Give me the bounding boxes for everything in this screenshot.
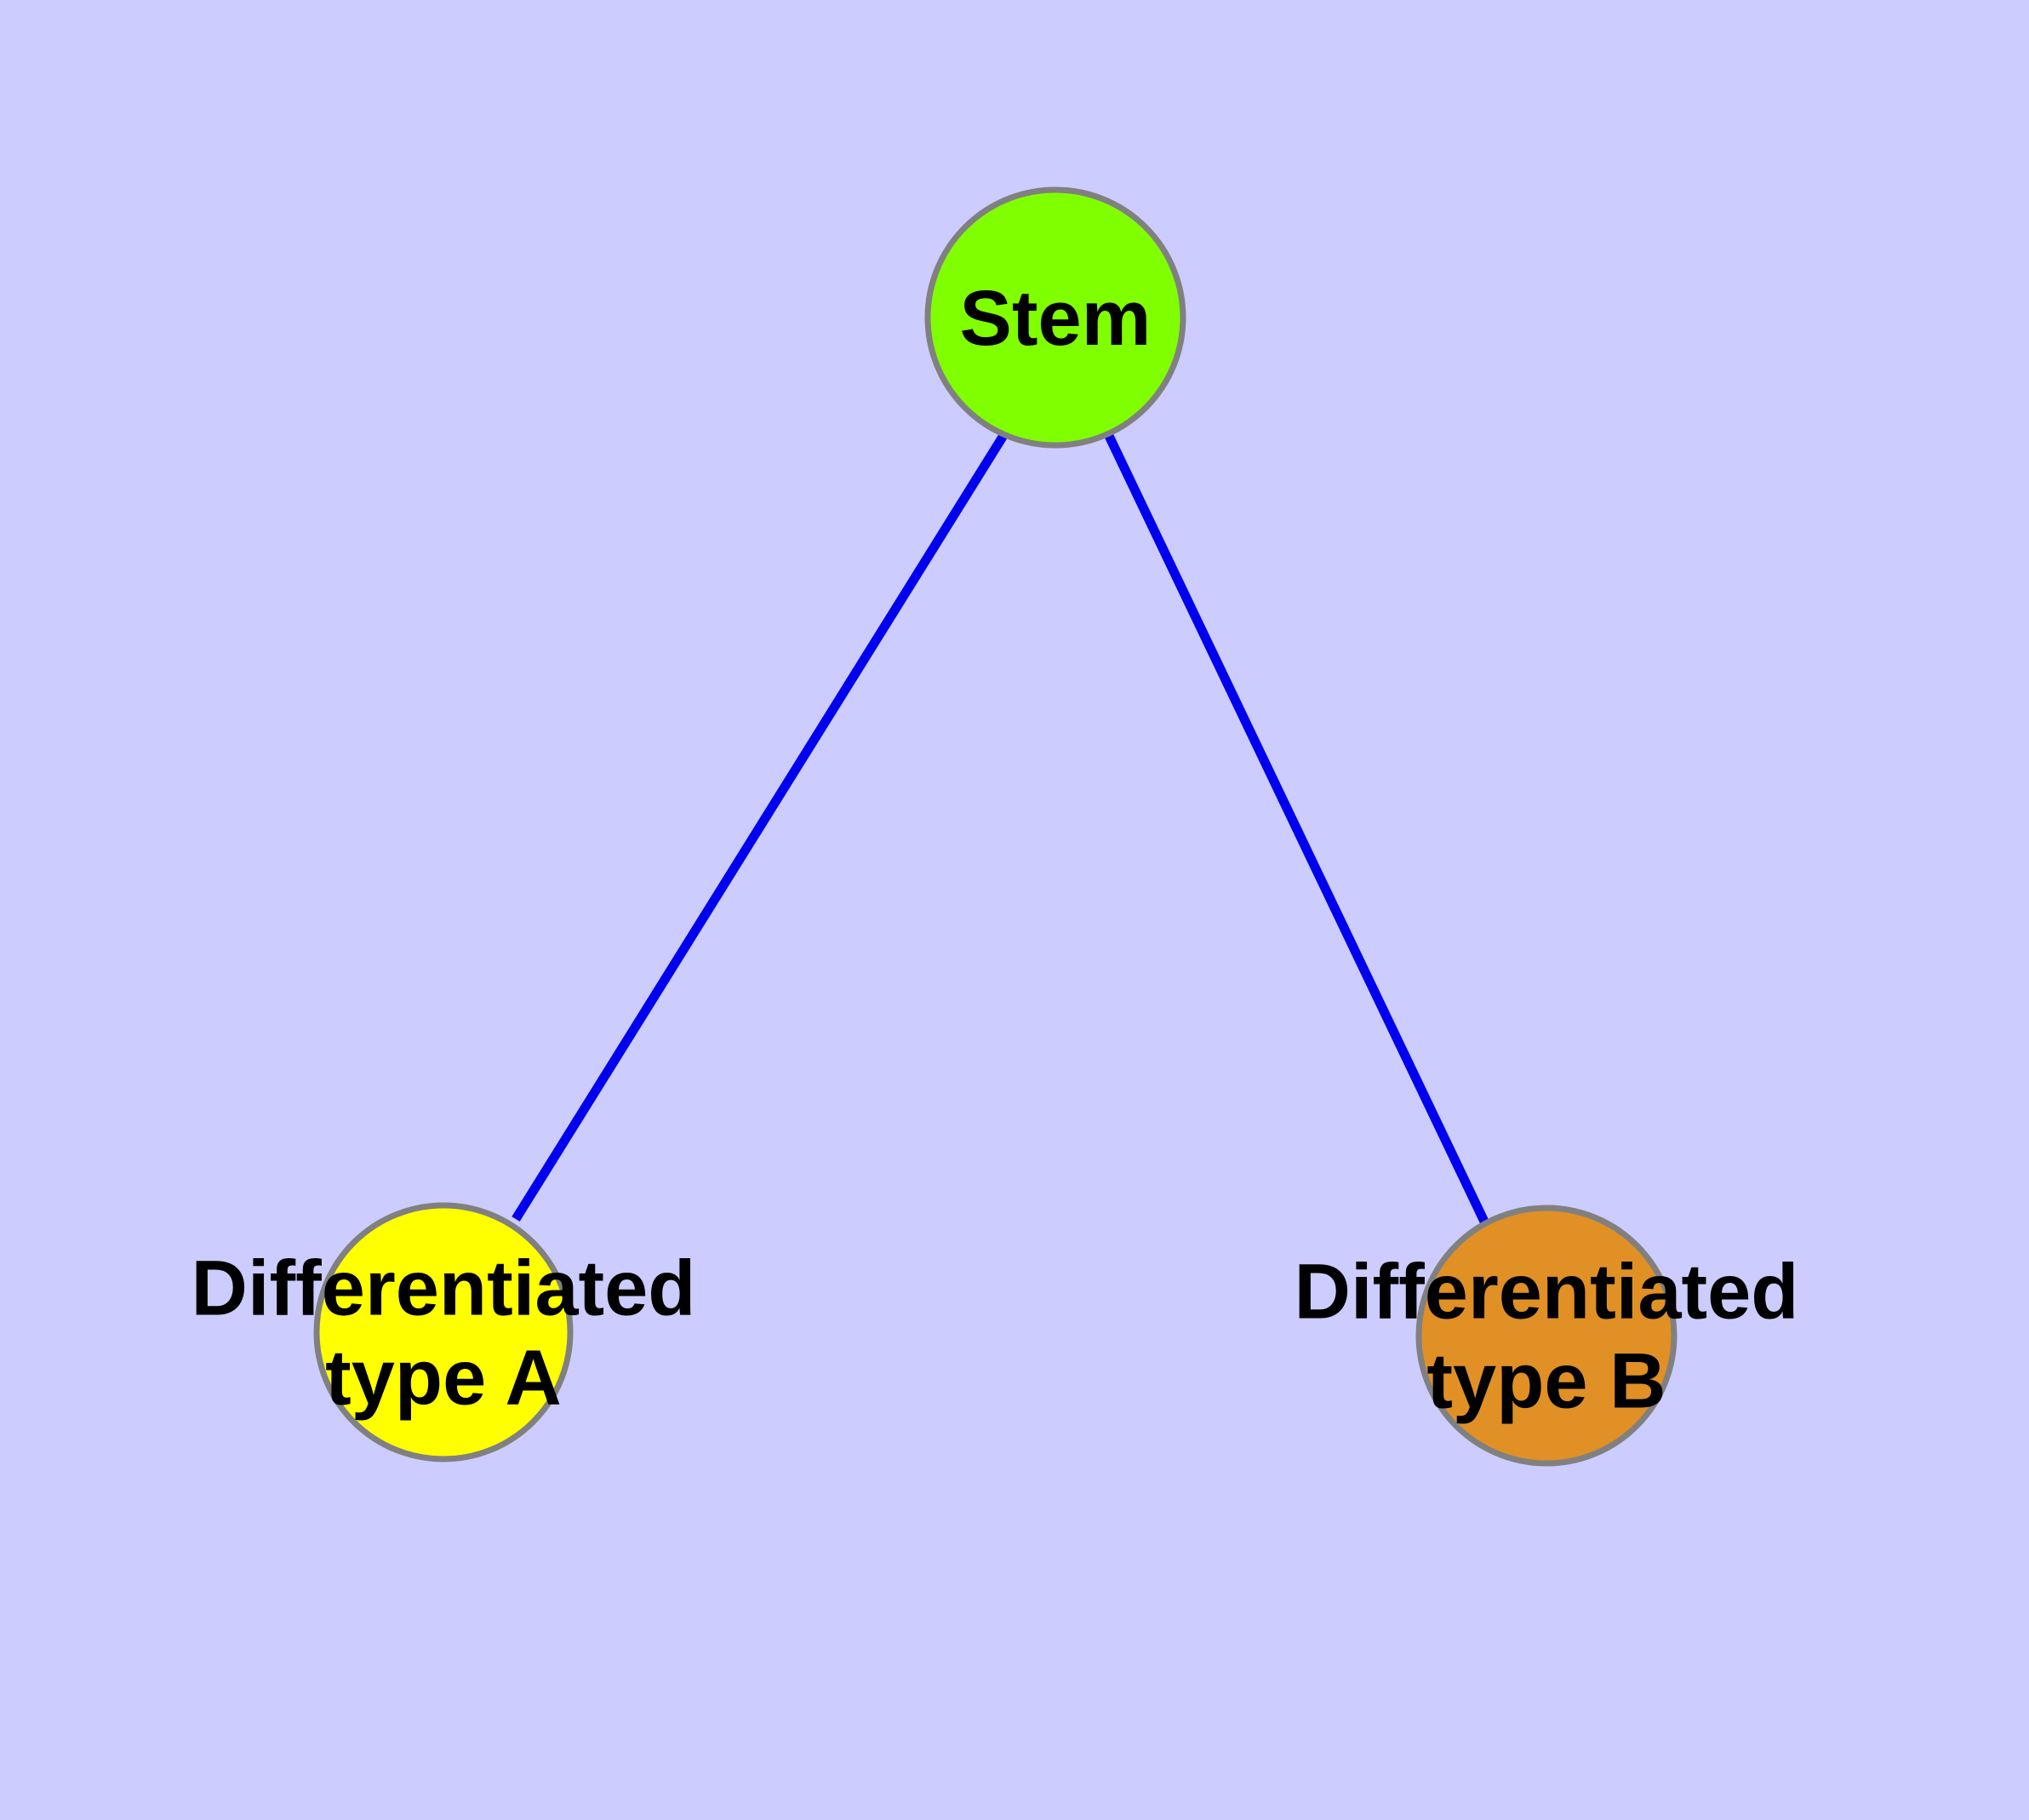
node-stem-label: Stem (960, 275, 1152, 362)
node-differentiated-type-b-circle[interactable] (1415, 1205, 1677, 1467)
edge-stem-to-differentiated-type-a (512, 432, 1009, 1222)
node-stem-circle[interactable] (924, 186, 1186, 449)
node-stem[interactable]: Stem (924, 186, 1186, 449)
node-differentiated-type-a-circle[interactable] (313, 1202, 574, 1462)
edge-stem-to-differentiated-type-b (1105, 433, 1489, 1226)
edges-layer (512, 432, 1489, 1226)
